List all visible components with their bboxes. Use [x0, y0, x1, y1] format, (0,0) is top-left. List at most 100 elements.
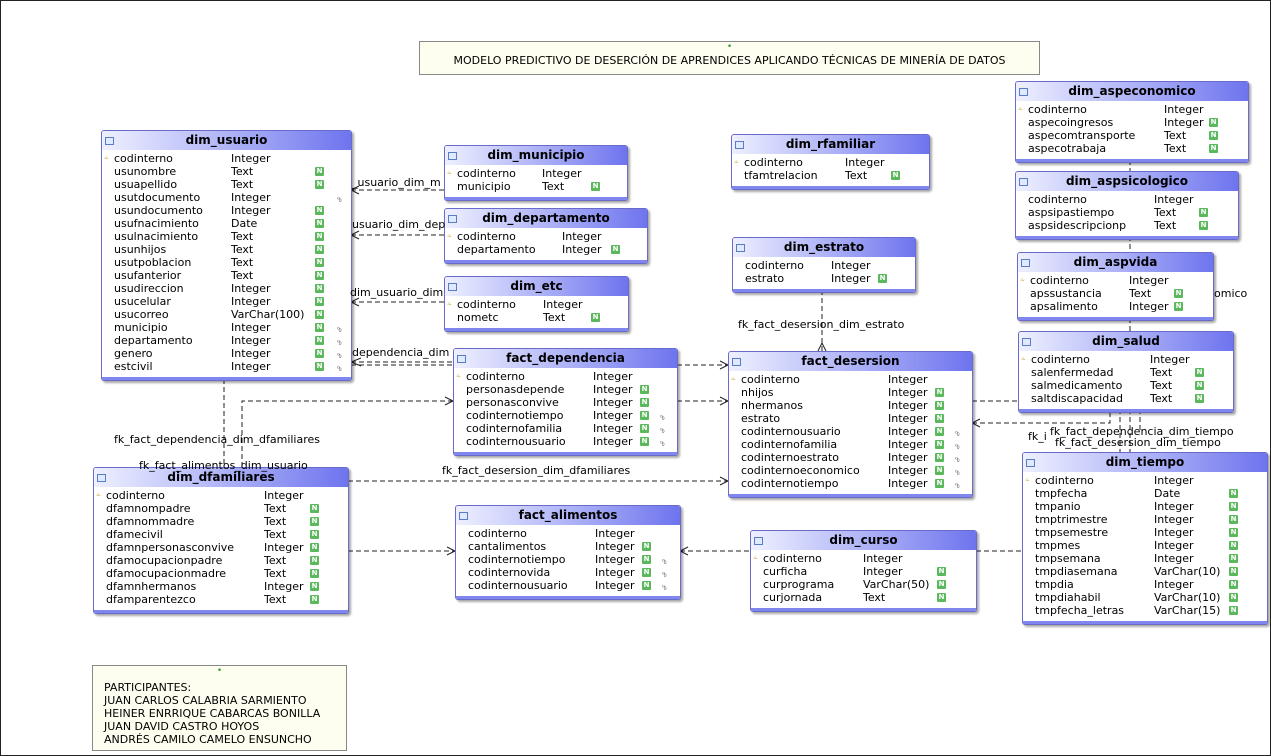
entity-header[interactable]: dim_curso [751, 531, 976, 550]
entity-header[interactable]: dim_estrato [733, 238, 915, 257]
entity-header[interactable]: dim_salud [1019, 332, 1233, 351]
entity-header[interactable]: dim_aspsicologico [1016, 172, 1238, 191]
entity-header[interactable]: dim_dfamiliares [94, 468, 348, 487]
entity-header[interactable]: dim_aspvida [1018, 253, 1213, 272]
entity-header[interactable]: fact_dependencia [454, 349, 677, 368]
entity-header[interactable]: dim_etc [445, 277, 628, 296]
entity-header[interactable]: dim_aspeconomico [1016, 82, 1248, 101]
entity-header[interactable]: dim_tiempo [1023, 453, 1267, 472]
entity-header[interactable]: dim_departamento [445, 209, 647, 228]
entity-header[interactable]: fact_alimentos [456, 506, 680, 525]
entity-header[interactable]: fact_desersion [729, 352, 972, 371]
